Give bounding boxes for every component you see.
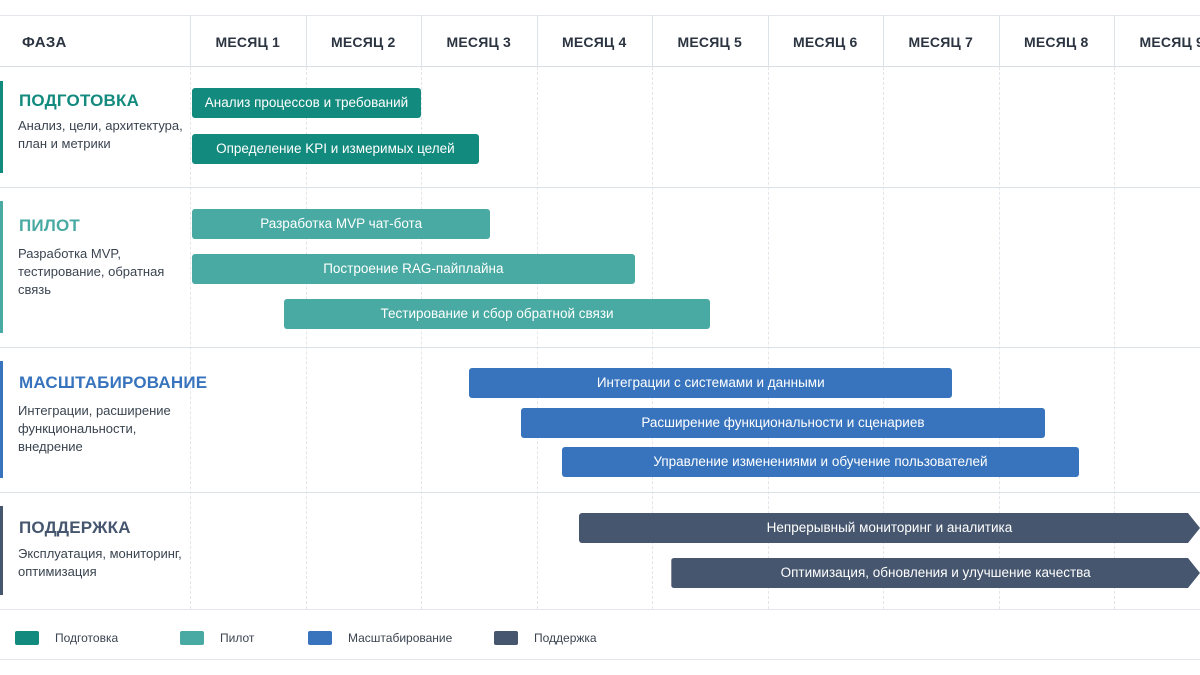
phase-description-support: Эксплуатация, мониторинг, оптимизация: [18, 546, 182, 579]
task-bar[interactable]: Разработка MVP чат-бота: [192, 209, 491, 239]
task-bar-label: Анализ процессов и требований: [204, 95, 409, 110]
phase-title-scaling: МАСШТАБИРОВАНИЕ: [19, 373, 208, 392]
month-gridline: [883, 67, 884, 609]
task-bar[interactable]: Определение KPI и измеримых целей: [192, 134, 479, 164]
legend-label: Пилот: [220, 631, 255, 645]
task-bar-label: Разработка MVP чат-бота: [260, 216, 423, 231]
month-gridline: [767, 67, 769, 609]
header-column-divider: [883, 15, 884, 67]
phase-accent-bar: [0, 81, 3, 173]
phase-title-support: ПОДДЕРЖКА: [19, 518, 131, 537]
task-bar-label: Оптимизация, обновления и улучшение каче…: [780, 565, 1091, 580]
legend-swatch: [308, 631, 332, 645]
task-bar[interactable]: Непрерывный мониторинг и аналитика: [579, 513, 1200, 543]
header-column-divider: [536, 15, 538, 67]
header-column-divider: [305, 15, 307, 67]
month-gridline: [536, 67, 538, 609]
phase-accent-bar: [0, 201, 3, 333]
legend-label: Подготовка: [55, 631, 119, 645]
header-column-divider: [421, 15, 422, 67]
task-bar[interactable]: Тестирование и сбор обратной связи: [284, 299, 710, 329]
header-column-divider: [190, 15, 191, 67]
month-header-4: МЕСЯЦ 4: [562, 34, 627, 50]
phase-row-divider: [0, 187, 1200, 188]
task-bar-label: Управление изменениями и обучение пользо…: [653, 454, 988, 469]
task-bar-label: Тестирование и сбор обратной связи: [380, 306, 614, 321]
task-bar-label: Построение RAG-пайплайна: [323, 261, 504, 276]
month-header-5: МЕСЯЦ 5: [677, 34, 742, 50]
task-bar[interactable]: Управление изменениями и обучение пользо…: [561, 447, 1080, 477]
legend-item-scaling: Масштабирование: [308, 629, 478, 647]
header-column-divider: [652, 15, 653, 67]
legend-swatch: [15, 631, 39, 645]
task-bar-label: Определение KPI и измеримых целей: [216, 141, 455, 156]
phase-title-preparation: ПОДГОТОВКА: [19, 91, 140, 110]
month-gridline: [190, 67, 191, 609]
header-column-divider: [1114, 15, 1115, 67]
legend-item-support: Поддержка: [494, 629, 664, 647]
month-header-1: МЕСЯЦ 1: [215, 34, 280, 50]
phase-row-divider: [0, 347, 1200, 348]
month-header-9: МЕСЯЦ 9: [1139, 34, 1200, 50]
phase-description-preparation: Анализ, цели, архитектура, план и метрик…: [18, 118, 183, 151]
legend-swatch: [180, 631, 204, 645]
header-column-divider: [767, 15, 769, 67]
task-bar[interactable]: Интеграции с системами и данными: [469, 368, 953, 398]
legend-label: Поддержка: [534, 631, 597, 645]
task-bar[interactable]: Расширение функциональности и сценариев: [521, 408, 1045, 438]
month-header-3: МЕСЯЦ 3: [446, 34, 511, 50]
month-header-7: МЕСЯЦ 7: [908, 34, 973, 50]
legend-item-pilot: Пилот: [180, 629, 350, 647]
legend-divider: [0, 609, 1200, 610]
phase-row-divider: [0, 492, 1200, 493]
header-row: [0, 15, 1200, 67]
month-gridline: [421, 67, 422, 609]
month-gridline: [1114, 67, 1115, 609]
phase-title-pilot: ПИЛОТ: [19, 216, 80, 235]
task-bar-label: Интеграции с системами и данными: [596, 375, 825, 390]
phase-description-scaling: Интеграции, расширение функциональности,…: [18, 403, 171, 454]
legend-bottom-divider: [0, 659, 1200, 660]
phase-column-header: ФАЗА: [22, 34, 67, 51]
phase-accent-bar: [0, 361, 3, 478]
task-bar-label: Непрерывный мониторинг и аналитика: [766, 520, 1013, 535]
header-column-divider: [998, 15, 1000, 67]
legend-item-preparation: Подготовка: [15, 629, 185, 647]
phase-accent-bar: [0, 506, 3, 595]
task-bar[interactable]: Оптимизация, обновления и улучшение каче…: [671, 558, 1200, 588]
month-header-2: МЕСЯЦ 2: [331, 34, 396, 50]
task-bar[interactable]: Построение RAG-пайплайна: [192, 254, 635, 284]
month-gridline: [305, 67, 307, 609]
task-bar[interactable]: Анализ процессов и требований: [192, 88, 421, 118]
task-bar-label: Расширение функциональности и сценариев: [641, 415, 925, 430]
month-header-6: МЕСЯЦ 6: [793, 34, 858, 50]
legend-label: Масштабирование: [348, 631, 453, 645]
month-gridline: [998, 67, 1000, 609]
month-header-8: МЕСЯЦ 8: [1024, 34, 1089, 50]
month-gridline: [652, 67, 653, 609]
legend-swatch: [494, 631, 518, 645]
phase-description-pilot: Разработка MVP, тестирование, обратная с…: [18, 246, 165, 297]
